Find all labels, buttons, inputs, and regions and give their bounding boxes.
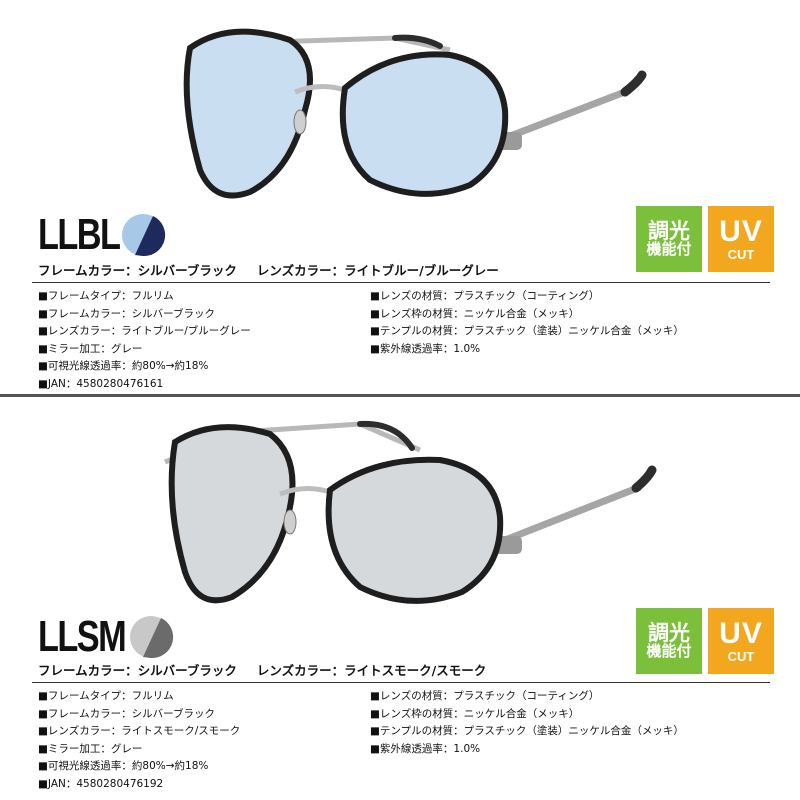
spec-item: ■フレームタイプ：フルリム (38, 690, 174, 702)
spec-item: ■レンズの材質：プラスチック（コーティング） (370, 690, 600, 702)
product-section-llbl: LLBL フレームカラー：シルバーブラック レンズカラー：ライトブルー/ブルーグレ… (0, 0, 800, 396)
spec-rule (32, 682, 770, 683)
product-section-llsm: LLSM フレームカラー：シルバーブラック レンズカラー：ライトスモーク/スモーク… (0, 402, 800, 800)
photochromic-badge-line2: 機能付 (646, 240, 692, 259)
photochromic-badge: 調光 機能付 (636, 608, 702, 674)
spec-item: ■フレームカラー：シルバーブラック (38, 307, 215, 320)
color-swatch-icon (122, 214, 166, 257)
frame-color-text: フレームカラー：シルバーブラック (38, 263, 237, 278)
spec-item: ■レンズの材質：プラスチック（コーティング） (370, 290, 600, 302)
uv-badge-line2: CUT (727, 246, 755, 262)
glasses-image-llsm (164, 420, 657, 604)
uv-badge-line2: CUT (727, 648, 755, 664)
spec-item: ■レンズ枠の材質：ニッケル合金（メッキ） (370, 307, 580, 320)
product-code: LLSM (38, 612, 127, 661)
spec-column-right: ■レンズの材質：プラスチック（コーティング） ■レンズ枠の材質：ニッケル合金（メ… (370, 688, 684, 758)
product-code-row: LLBL (38, 212, 166, 258)
spec-rule (32, 282, 770, 283)
spec-item: ■JAN：4580280476192 (38, 777, 164, 790)
spec-item: ■JAN：4580280476161 (38, 377, 164, 390)
photochromic-badge: 調光 機能付 (636, 206, 702, 272)
color-swatch-icon (129, 616, 173, 659)
product-code-row: LLSM (38, 614, 174, 660)
spec-column-left: ■フレームタイプ：フルリム ■フレームカラー：シルバーブラック ■レンズカラー：… (38, 288, 251, 393)
right-lens (339, 51, 509, 197)
product-code: LLBL (38, 210, 121, 259)
spec-item: ■紫外線透過率：1.0% (370, 742, 481, 755)
uv-cut-badge: UV CUT (708, 206, 774, 272)
spec-item: ■レンズ枠の材質：ニッケル合金（メッキ） (370, 707, 580, 720)
spec-item: ■レンズカラー：ライトスモーク/スモーク (38, 725, 241, 737)
glasses-image-llbl (183, 28, 647, 199)
uv-badge-line1: UV (719, 215, 763, 249)
left-lens (183, 28, 313, 199)
feature-badges: 調光 機能付 UV CUT (636, 206, 774, 272)
left-lens (168, 424, 296, 604)
spec-item: ■レンズカラー：ライトブルー/ブルーグレー (38, 325, 251, 337)
spec-item: ■ミラー加工：グレー (38, 742, 143, 755)
spec-column-right: ■レンズの材質：プラスチック（コーティング） ■レンズ枠の材質：ニッケル合金（メ… (370, 288, 684, 358)
spec-item: ■フレームタイプ：フルリム (38, 290, 174, 302)
color-summary: フレームカラー：シルバーブラック レンズカラー：ライトスモーク/スモーク (38, 660, 486, 679)
photochromic-badge-line1: 調光 (648, 621, 690, 646)
photochromic-badge-line2: 機能付 (646, 642, 692, 661)
spec-item: ■紫外線透過率：1.0% (370, 342, 481, 355)
color-summary: フレームカラー：シルバーブラック レンズカラー：ライトブルー/ブルーグレー (38, 260, 499, 279)
spec-item: ■テンプルの材質：プラスチック（塗装）ニッケル合金（メッキ） (370, 725, 684, 737)
right-lens (325, 456, 504, 604)
spec-item: ■可視光線透過率：約80%→約18% (38, 360, 209, 372)
spec-item: ■可視光線透過率：約80%→約18% (38, 760, 209, 772)
photochromic-badge-line1: 調光 (648, 219, 690, 244)
lens-color-text: レンズカラー：ライトブルー/ブルーグレー (256, 263, 499, 278)
spec-column-left: ■フレームタイプ：フルリム ■フレームカラー：シルバーブラック ■レンズカラー：… (38, 688, 240, 793)
section-divider (0, 394, 800, 397)
spec-item: ■フレームカラー：シルバーブラック (38, 707, 215, 720)
frame-color-text: フレームカラー：シルバーブラック (38, 663, 237, 678)
lens-color-text: レンズカラー：ライトスモーク/スモーク (256, 663, 487, 678)
spec-item: ■テンプルの材質：プラスチック（塗装）ニッケル合金（メッキ） (370, 325, 684, 337)
spec-item: ■ミラー加工：グレー (38, 342, 143, 355)
uv-cut-badge: UV CUT (708, 608, 774, 674)
uv-badge-line1: UV (719, 617, 763, 651)
feature-badges: 調光 機能付 UV CUT (636, 608, 774, 674)
